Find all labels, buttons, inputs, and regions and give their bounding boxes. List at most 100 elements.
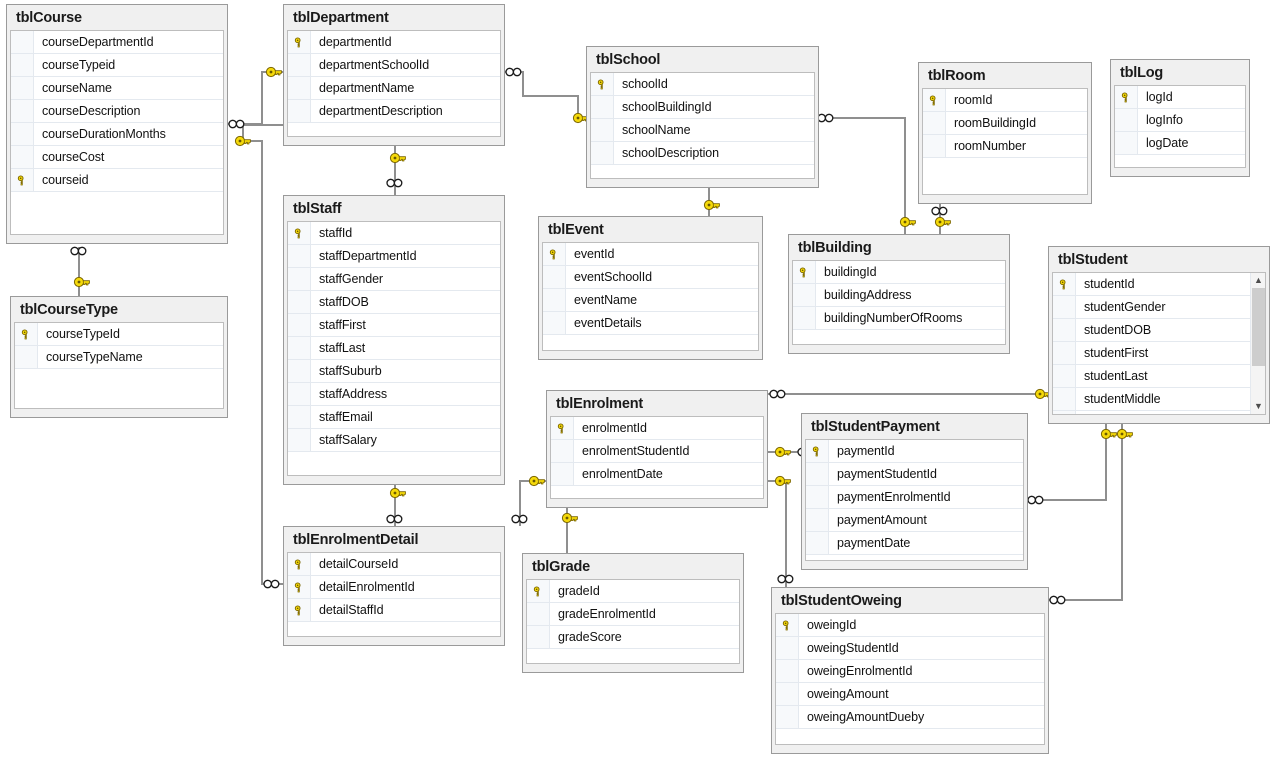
field-row[interactable]: departmentDescription — [288, 100, 500, 123]
field-row[interactable]: detailEnrolmentId — [288, 576, 500, 599]
field-row[interactable]: buildingNumberOfRooms — [793, 307, 1005, 330]
scroll-down-arrow-icon[interactable]: ▼ — [1254, 401, 1263, 411]
primary-key-icon — [923, 89, 946, 111]
field-row[interactable]: studentDOB — [1053, 319, 1250, 342]
scroll-up-arrow-icon[interactable]: ▲ — [1254, 275, 1263, 285]
field-row[interactable]: courseDescription — [11, 100, 223, 123]
field-row[interactable]: gradeScore — [527, 626, 739, 649]
field-row[interactable]: courseTypeName — [15, 346, 223, 369]
field-row[interactable]: eventId — [543, 243, 758, 266]
field-row[interactable]: departmentSchoolId — [288, 54, 500, 77]
field-name: staffSuburb — [319, 364, 382, 378]
field-row[interactable]: oweingEnrolmentId — [776, 660, 1044, 683]
field-gutter — [923, 135, 946, 157]
field-row[interactable]: staffId — [288, 222, 500, 245]
field-row[interactable]: courseTypeid — [11, 54, 223, 77]
field-name: staffGender — [319, 272, 383, 286]
field-row[interactable]: staffDOB — [288, 291, 500, 314]
field-row[interactable]: departmentId — [288, 31, 500, 54]
field-row[interactable]: paymentId — [806, 440, 1023, 463]
field-row[interactable]: departmentName — [288, 77, 500, 100]
field-name: paymentAmount — [837, 513, 927, 527]
field-row[interactable]: studentGender — [1053, 296, 1250, 319]
field-row[interactable]: logDate — [1115, 132, 1245, 155]
field-row[interactable]: logInfo — [1115, 109, 1245, 132]
field-row-partial[interactable] — [1053, 411, 1250, 414]
field-row[interactable]: detailStaffId — [288, 599, 500, 622]
field-name: studentLast — [1084, 369, 1148, 383]
field-row[interactable]: logId — [1115, 86, 1245, 109]
field-row[interactable]: paymentEnrolmentId — [806, 486, 1023, 509]
field-row[interactable]: staffSalary — [288, 429, 500, 452]
rel-many-glyph — [769, 389, 786, 399]
field-row[interactable]: courseTypeId — [15, 323, 223, 346]
field-row[interactable]: paymentDate — [806, 532, 1023, 555]
field-row[interactable]: eventSchoolId — [543, 266, 758, 289]
field-row[interactable]: staffAddress — [288, 383, 500, 406]
field-row[interactable]: schoolId — [591, 73, 814, 96]
field-gutter — [543, 312, 566, 334]
field-name: paymentStudentId — [837, 467, 937, 481]
field-row[interactable]: courseName — [11, 77, 223, 100]
field-row[interactable]: schoolBuildingId — [591, 96, 814, 119]
scrollbar-thumb[interactable] — [1252, 288, 1265, 366]
field-name: studentId — [1084, 277, 1135, 291]
field-list-scrollbar[interactable]: ▲▼ — [1250, 273, 1265, 414]
field-row[interactable]: staffLast — [288, 337, 500, 360]
field-name: logDate — [1146, 136, 1189, 150]
field-row[interactable]: roomNumber — [923, 135, 1087, 158]
field-row[interactable]: studentLast — [1053, 365, 1250, 388]
field-row[interactable]: staffSuburb — [288, 360, 500, 383]
field-row[interactable]: studentMiddle — [1053, 388, 1250, 411]
field-row[interactable]: buildingAddress — [793, 284, 1005, 307]
field-row[interactable]: oweingAmountDueby — [776, 706, 1044, 729]
field-row[interactable]: schoolName — [591, 119, 814, 142]
field-row[interactable]: detailCourseId — [288, 553, 500, 576]
field-row[interactable]: courseCost — [11, 146, 223, 169]
field-row[interactable]: enrolmentStudentId — [551, 440, 763, 463]
field-row[interactable]: roomBuildingId — [923, 112, 1087, 135]
field-row[interactable]: eventName — [543, 289, 758, 312]
field-gutter — [288, 383, 311, 405]
field-row[interactable]: staffEmail — [288, 406, 500, 429]
field-row[interactable]: oweingStudentId — [776, 637, 1044, 660]
field-name: departmentSchoolId — [319, 58, 430, 72]
field-row[interactable]: buildingId — [793, 261, 1005, 284]
field-row[interactable]: eventDetails — [543, 312, 758, 335]
field-row[interactable]: gradeId — [527, 580, 739, 603]
field-row[interactable]: oweingId — [776, 614, 1044, 637]
field-row[interactable]: staffGender — [288, 268, 500, 291]
field-name: courseDescription — [42, 104, 141, 118]
field-row[interactable]: staffFirst — [288, 314, 500, 337]
field-row[interactable]: enrolmentId — [551, 417, 763, 440]
field-row[interactable]: enrolmentDate — [551, 463, 763, 486]
field-row[interactable]: studentId — [1053, 273, 1250, 296]
field-row[interactable]: paymentStudentId — [806, 463, 1023, 486]
field-row[interactable]: oweingAmount — [776, 683, 1044, 706]
field-row[interactable]: staffDepartmentId — [288, 245, 500, 268]
field-row[interactable]: courseid — [11, 169, 223, 192]
field-row[interactable]: studentFirst — [1053, 342, 1250, 365]
field-row[interactable]: gradeEnrolmentId — [527, 603, 739, 626]
field-row[interactable]: paymentAmount — [806, 509, 1023, 532]
field-row[interactable]: courseDepartmentId — [11, 31, 223, 54]
field-row[interactable]: schoolDescription — [591, 142, 814, 165]
field-row[interactable]: roomId — [923, 89, 1087, 112]
field-row[interactable]: courseDurationMonths — [11, 123, 223, 146]
